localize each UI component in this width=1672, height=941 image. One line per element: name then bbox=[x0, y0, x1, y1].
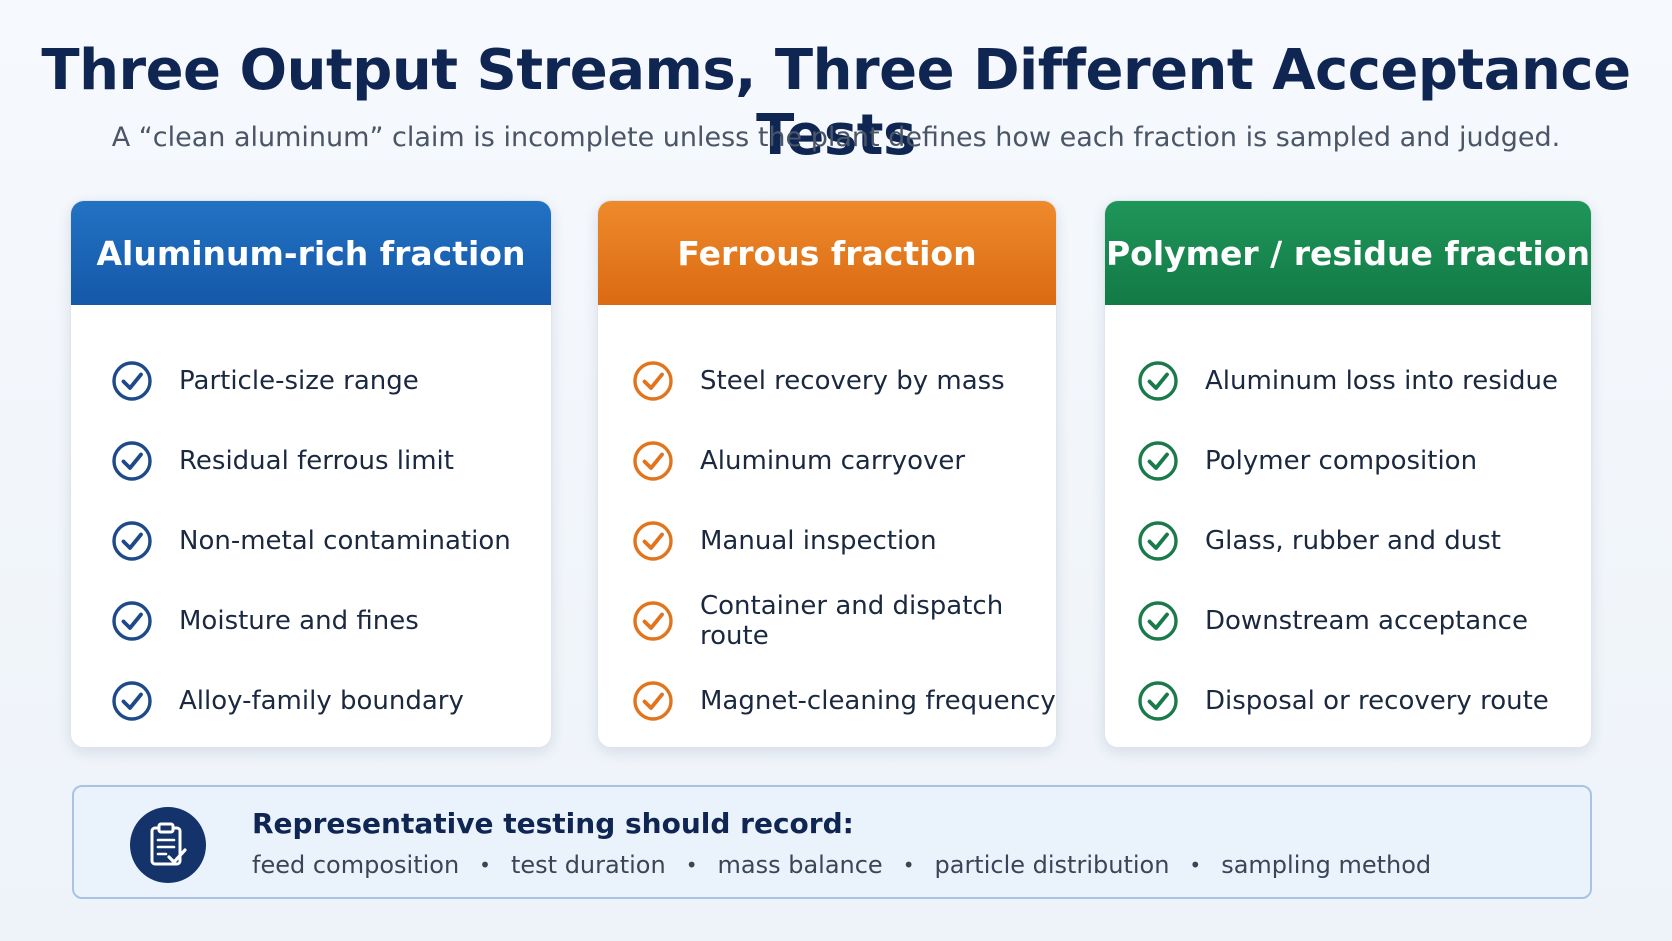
footer-title: Representative testing should record: bbox=[252, 807, 854, 840]
criteria-list: Aluminum loss into residue Polymer compo… bbox=[1105, 305, 1591, 741]
list-item: Downstream acceptance bbox=[1105, 581, 1591, 661]
page-subtitle: A “clean aluminum” claim is incomplete u… bbox=[111, 122, 1561, 153]
check-circle-icon bbox=[111, 520, 153, 562]
list-item: Alloy-family boundary bbox=[71, 661, 551, 741]
list-item: Aluminum carryover bbox=[598, 421, 1056, 501]
list-item: Disposal or recovery route bbox=[1105, 661, 1591, 741]
list-item: Polymer composition bbox=[1105, 421, 1591, 501]
criteria-list: Particle-size range Residual ferrous lim… bbox=[71, 305, 551, 741]
list-item: Steel recovery by mass bbox=[598, 341, 1056, 421]
check-circle-icon bbox=[632, 520, 674, 562]
testing-record-panel: Representative testing should record: fe… bbox=[72, 785, 1592, 899]
list-item: Moisture and fines bbox=[71, 581, 551, 661]
check-circle-icon bbox=[1137, 440, 1179, 482]
card-polymer-residue-fraction: Polymer / residue fraction Aluminum loss… bbox=[1104, 200, 1592, 748]
check-circle-icon bbox=[1137, 680, 1179, 722]
check-circle-icon bbox=[111, 680, 153, 722]
card-aluminum-fraction: Aluminum-rich fraction Particle-size ran… bbox=[70, 200, 552, 748]
bullet-separator: • bbox=[479, 853, 491, 877]
card-heading: Polymer / residue fraction bbox=[1105, 201, 1591, 305]
list-item: Aluminum loss into residue bbox=[1105, 341, 1591, 421]
list-item: Glass, rubber and dust bbox=[1105, 501, 1591, 581]
page-title: Three Output Streams, Three Different Ac… bbox=[41, 38, 1631, 168]
list-item: Non-metal contamination bbox=[71, 501, 551, 581]
list-item: Manual inspection bbox=[598, 501, 1056, 581]
list-item: Magnet-cleaning frequency bbox=[598, 661, 1056, 741]
check-circle-icon bbox=[632, 360, 674, 402]
check-circle-icon bbox=[111, 600, 153, 642]
criteria-list: Steel recovery by mass Aluminum carryove… bbox=[598, 305, 1056, 741]
clipboard-check-icon bbox=[130, 807, 206, 883]
card-heading: Ferrous fraction bbox=[598, 201, 1056, 305]
bullet-separator: • bbox=[902, 853, 915, 877]
record-item: particle distribution bbox=[934, 851, 1170, 879]
check-circle-icon bbox=[111, 440, 153, 482]
record-item: test duration bbox=[510, 851, 666, 879]
card-ferrous-fraction: Ferrous fraction Steel recovery by mass … bbox=[597, 200, 1057, 748]
check-circle-icon bbox=[111, 360, 153, 402]
record-item: mass balance bbox=[717, 851, 883, 879]
check-circle-icon bbox=[1137, 600, 1179, 642]
check-circle-icon bbox=[1137, 360, 1179, 402]
list-item: Residual ferrous limit bbox=[71, 421, 551, 501]
record-item: feed composition bbox=[252, 851, 460, 879]
card-heading: Aluminum-rich fraction bbox=[71, 201, 551, 305]
list-item: Particle-size range bbox=[71, 341, 551, 421]
bullet-separator: • bbox=[685, 853, 698, 877]
check-circle-icon bbox=[632, 440, 674, 482]
check-circle-icon bbox=[632, 680, 674, 722]
list-item: Container and dispatch route bbox=[598, 581, 1056, 661]
bullet-separator: • bbox=[1189, 853, 1202, 877]
record-items: feed composition • test duration • mass … bbox=[252, 851, 1431, 879]
check-circle-icon bbox=[1137, 520, 1179, 562]
record-item: sampling method bbox=[1221, 851, 1432, 879]
check-circle-icon bbox=[632, 600, 674, 642]
